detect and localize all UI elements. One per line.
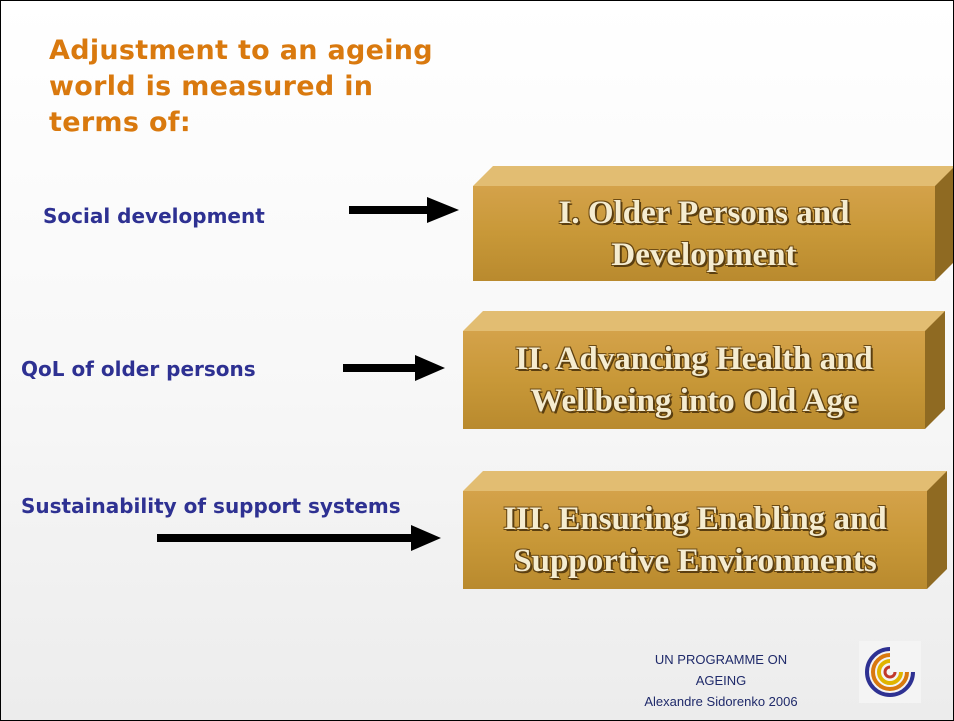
un-ageing-logo: [859, 641, 921, 703]
footer-author: Alexandre Sidorenko 2006: [644, 694, 798, 709]
row-label-social-development: Social development: [43, 204, 265, 228]
box-older-persons-development: I. Older Persons and Development: [473, 166, 953, 281]
footer-program: UN PROGRAMME ON AGEING: [654, 652, 788, 688]
arrow-right-icon: [343, 355, 445, 381]
footer: UN PROGRAMME ON AGEING Alexandre Sidoren…: [631, 649, 811, 712]
box-text: II. Advancing Health and Wellbeing into …: [463, 331, 925, 429]
box-text: I. Older Persons and Development: [473, 186, 935, 281]
box-advancing-health: II. Advancing Health and Wellbeing into …: [463, 311, 945, 429]
slide-title: Adjustment to an ageing world is measure…: [49, 35, 433, 138]
row-label-sustainability: Sustainability of support systems: [21, 494, 401, 518]
box-text: III. Ensuring Enabling and Supportive En…: [463, 491, 927, 589]
arrow-right-icon: [349, 197, 459, 223]
arrow-right-icon: [157, 525, 441, 551]
row-label-qol-older-persons: QoL of older persons: [21, 357, 256, 381]
box-enabling-environments: III. Ensuring Enabling and Supportive En…: [463, 471, 947, 589]
